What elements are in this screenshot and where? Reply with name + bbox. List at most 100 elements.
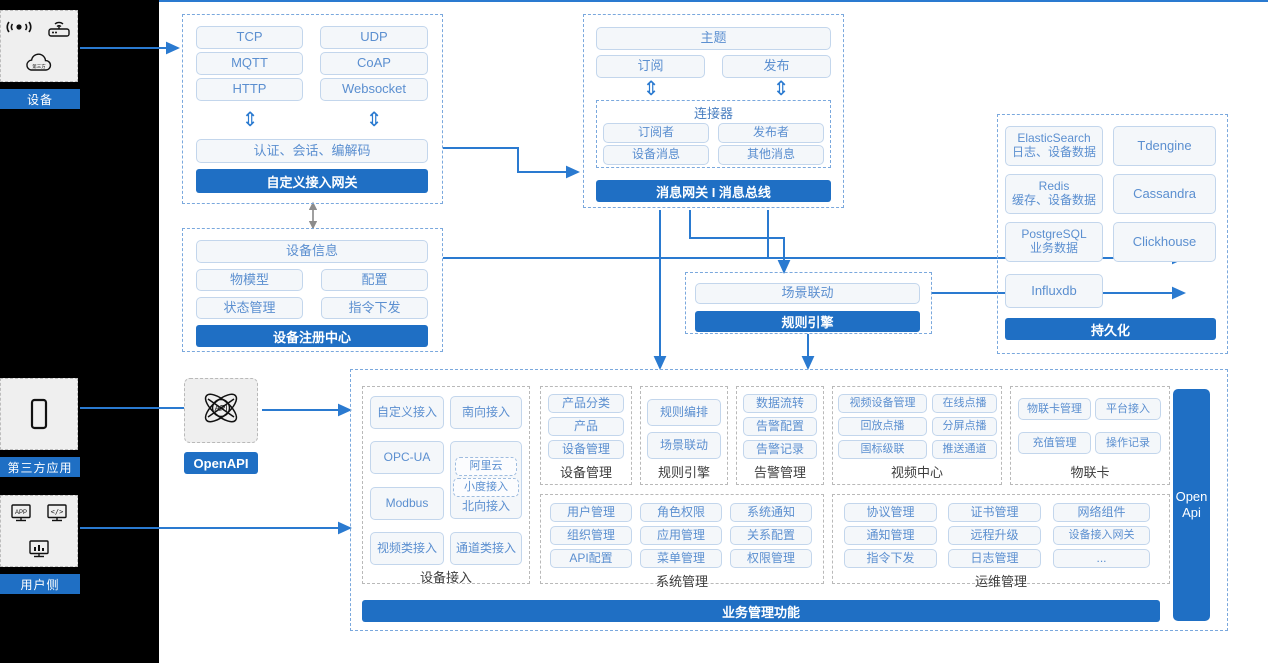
al-alarm-config[interactable]: 告警配置 <box>743 417 817 436</box>
registry-title[interactable]: 设备注册中心 <box>196 325 428 347</box>
openapi-label[interactable]: OpenAPI <box>184 452 258 474</box>
da-aliyun[interactable]: 阿里云 <box>455 457 517 477</box>
persistence-postgresql[interactable]: PostgreSQL 业务数据 <box>1005 222 1103 262</box>
connector-device-message[interactable]: 设备消息 <box>603 145 709 165</box>
registry-device-info[interactable]: 设备信息 <box>196 240 428 263</box>
sm-system-notification[interactable]: 系统通知 <box>730 503 812 522</box>
sm-user-management[interactable]: 用户管理 <box>550 503 632 522</box>
sm-api-config[interactable]: API配置 <box>550 549 632 568</box>
om-remote-upgrade[interactable]: 远程升级 <box>948 526 1041 545</box>
message-bus-title[interactable]: 消息网关 I 消息总线 <box>596 180 831 202</box>
persistence-redis-name: Redis <box>1038 179 1070 194</box>
om-log-management[interactable]: 日志管理 <box>948 549 1041 568</box>
message-bus-panel <box>583 14 844 208</box>
da-northbound-access[interactable]: 阿里云 小度接入 北向接入 <box>450 441 522 519</box>
persistence-tdengine[interactable]: Tdengine <box>1113 126 1216 166</box>
om-more[interactable]: ... <box>1053 549 1150 568</box>
gateway-middle-layer[interactable]: 认证、会话、编解码 <box>196 139 428 163</box>
rail-group-device: 第三方 设备 <box>0 10 80 109</box>
registry-config[interactable]: 配置 <box>321 269 428 291</box>
rule-engine-panel <box>685 272 932 334</box>
protocol-mqtt[interactable]: MQTT <box>196 52 303 75</box>
da-xiaodu-access[interactable]: 小度接入 <box>453 478 519 498</box>
ic-platform-access[interactable]: 平台接入 <box>1095 398 1161 420</box>
publish-chip[interactable]: 发布 <box>722 55 831 78</box>
connector-other-message[interactable]: 其他消息 <box>718 145 824 165</box>
ops-management-caption: 运维管理 <box>974 573 1027 589</box>
gateway-panel <box>182 14 443 204</box>
br-rule-orchestration[interactable]: 规则编排 <box>647 399 721 426</box>
rail-label-device: 设备 <box>0 89 80 109</box>
vc-gb-cascade[interactable]: 国标级联 <box>838 440 927 459</box>
registry-thing-model[interactable]: 物模型 <box>196 269 303 291</box>
persistence-postgresql-name: PostgreSQL <box>1021 227 1087 242</box>
persistence-elasticsearch[interactable]: ElasticSearch 日志、设备数据 <box>1005 126 1103 166</box>
om-device-access-gateway[interactable]: 设备接入网关 <box>1053 526 1150 545</box>
video-center-panel <box>832 386 1002 485</box>
vc-playback[interactable]: 回放点播 <box>838 417 927 436</box>
protocol-http[interactable]: HTTP <box>196 78 303 101</box>
ic-operation-record[interactable]: 操作记录 <box>1095 432 1161 454</box>
ic-card-management[interactable]: 物联卡管理 <box>1018 398 1091 420</box>
persistence-cassandra[interactable]: Cassandra <box>1113 174 1216 214</box>
sm-permission-management[interactable]: 权限管理 <box>730 549 812 568</box>
sm-app-management[interactable]: 应用管理 <box>640 526 722 545</box>
sm-role-permission[interactable]: 角色权限 <box>640 503 722 522</box>
persistence-clickhouse[interactable]: Clickhouse <box>1113 222 1216 262</box>
topic-chip[interactable]: 主题 <box>596 27 831 50</box>
sm-menu-management[interactable]: 菜单管理 <box>640 549 722 568</box>
al-alarm-record[interactable]: 告警记录 <box>743 440 817 459</box>
ic-recharge-management[interactable]: 充值管理 <box>1018 432 1091 454</box>
subscribe-chip[interactable]: 订阅 <box>596 55 705 78</box>
vc-online-play[interactable]: 在线点播 <box>932 394 997 413</box>
registry-state-management[interactable]: 状态管理 <box>196 297 303 319</box>
rule-engine-scene-linkage[interactable]: 场景联动 <box>695 283 920 304</box>
om-command-dispatch[interactable]: 指令下发 <box>844 549 937 568</box>
da-channel-access[interactable]: 通道类接入 <box>450 532 522 565</box>
da-modbus[interactable]: Modbus <box>370 487 444 520</box>
protocol-coap[interactable]: CoAP <box>320 52 428 75</box>
br-scene-linkage[interactable]: 场景联动 <box>647 432 721 459</box>
da-video-access[interactable]: 视频类接入 <box>370 532 444 565</box>
device-access-panel <box>362 386 530 584</box>
svg-text:APP: APP <box>15 510 27 516</box>
om-network-component[interactable]: 网络组件 <box>1053 503 1150 522</box>
device-access-caption: 设备接入 <box>419 569 472 585</box>
persistence-influxdb[interactable]: Influxdb <box>1005 274 1103 308</box>
protocol-websocket[interactable]: Websocket <box>320 78 428 101</box>
rail-label-thirdparty: 第三方应用 <box>0 457 80 477</box>
protocol-tcp[interactable]: TCP <box>196 26 303 49</box>
open-api-side-bar[interactable]: Open Api <box>1173 389 1210 621</box>
sm-relation-config[interactable]: 关系配置 <box>730 526 812 545</box>
alarm-management-panel <box>736 386 824 485</box>
vc-split-screen-play[interactable]: 分屏点播 <box>932 417 997 436</box>
rule-engine-title[interactable]: 规则引擎 <box>695 311 920 332</box>
dm-product[interactable]: 产品 <box>548 417 624 436</box>
open-api-side-line1: Open <box>1175 488 1208 504</box>
al-data-flow[interactable]: 数据流转 <box>743 394 817 413</box>
device-management-caption: 设备管理 <box>559 464 612 480</box>
gateway-title[interactable]: 自定义接入网关 <box>196 169 428 193</box>
da-custom-access[interactable]: 自定义接入 <box>370 396 444 429</box>
sm-org-management[interactable]: 组织管理 <box>550 526 632 545</box>
persistence-title[interactable]: 持久化 <box>1005 318 1216 340</box>
business-footer-bar[interactable]: 业务管理功能 <box>362 600 1160 622</box>
persistence-redis[interactable]: Redis 缓存、设备数据 <box>1005 174 1103 214</box>
om-notification-management[interactable]: 通知管理 <box>844 526 937 545</box>
mobile-phone-icon <box>27 397 51 431</box>
connector-publisher[interactable]: 发布者 <box>718 123 824 143</box>
svg-text:</>: </> <box>51 508 64 516</box>
om-certificate-management[interactable]: 证书管理 <box>948 503 1041 522</box>
dm-device-management[interactable]: 设备管理 <box>548 440 624 459</box>
connector-subscriber[interactable]: 订阅者 <box>603 123 709 143</box>
da-southbound-access[interactable]: 南向接入 <box>450 396 522 429</box>
registry-command-dispatch[interactable]: 指令下发 <box>321 297 428 319</box>
om-protocol-management[interactable]: 协议管理 <box>844 503 937 522</box>
gateway-updown-arrow-left: ⇕ <box>241 109 259 131</box>
da-opc-ua[interactable]: OPC-UA <box>370 441 444 474</box>
svg-text:API: API <box>215 404 228 413</box>
dm-product-category[interactable]: 产品分类 <box>548 394 624 413</box>
protocol-udp[interactable]: UDP <box>320 26 428 49</box>
vc-push-channel[interactable]: 推送通道 <box>932 440 997 459</box>
vc-video-device-management[interactable]: 视频设备管理 <box>838 394 927 413</box>
